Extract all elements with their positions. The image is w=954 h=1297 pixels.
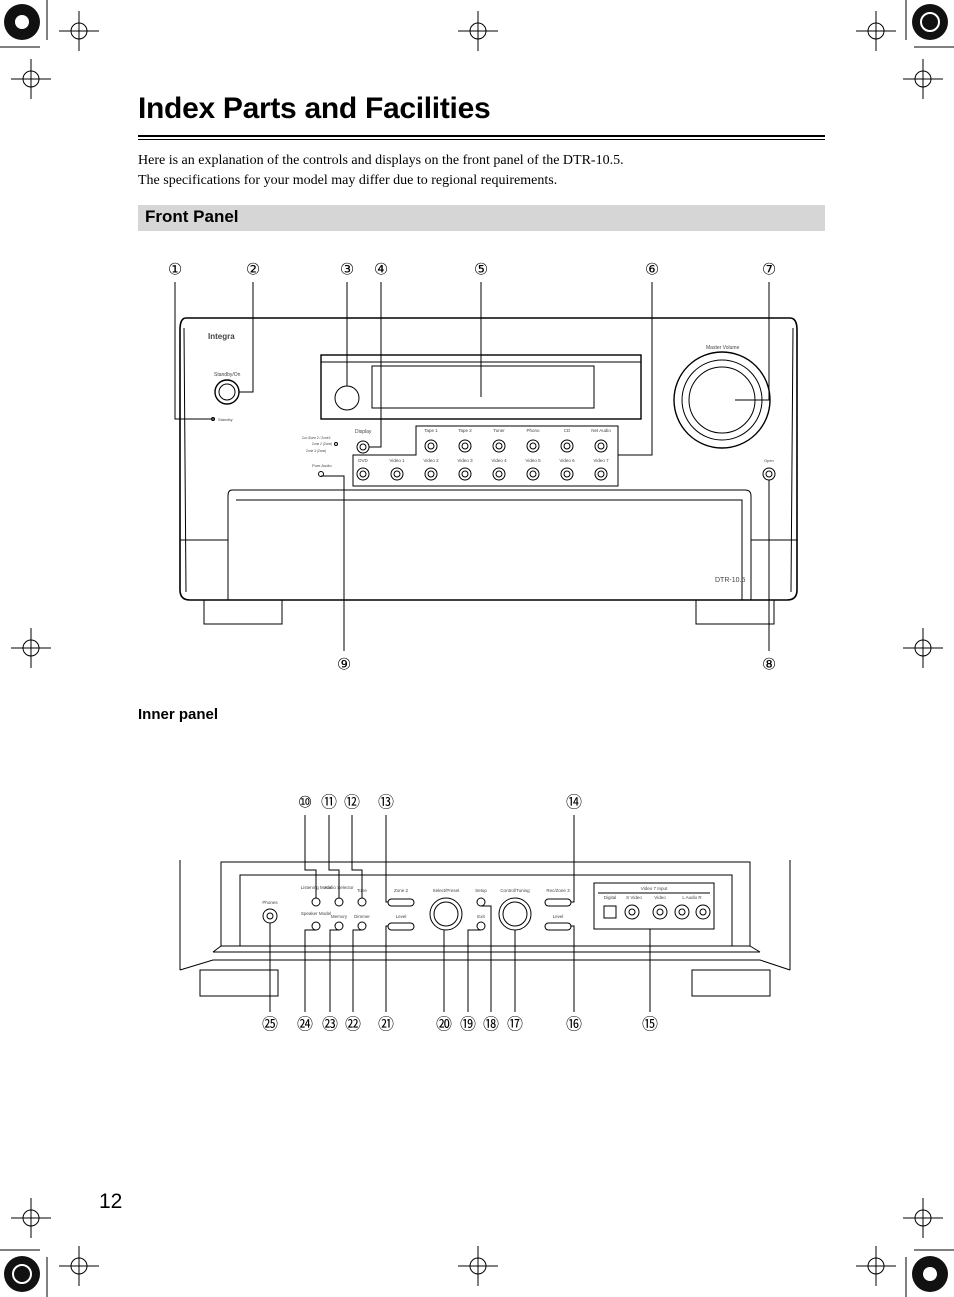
brand-logo: Integra [208,332,235,341]
title-rule [138,135,825,137]
level2-label: Level [553,914,564,919]
callout-number: ⑨ [337,655,351,674]
callout-number: ㉒ [345,1015,361,1034]
standby-label: Standby [218,417,233,422]
page-number: 12 [99,1190,123,1213]
callout-number: ㉔ [297,1015,313,1034]
callout-number: ⑤ [474,260,488,279]
dimmer-label: Dimmer [354,914,370,919]
selector-label: Video 6 [559,458,575,463]
selector-label: Tape 2 [458,428,472,433]
zone2-label: Zone 2 [394,888,409,893]
control-tuning-label: Control/Tuning [500,888,530,893]
selector-label: Phono [526,428,540,433]
setup-label: Setup [475,888,487,893]
zone-label: Cur./Zone 2 / Zone3 [302,436,331,440]
callout-number: ⑱ [483,1015,499,1034]
callout-number: ⑩ [298,793,312,812]
intro-line-1: Here is an explanation of the controls a… [138,153,624,168]
callout-number: ㉓ [322,1015,338,1034]
callout-number: ⑧ [762,655,776,674]
selector-label: Video 4 [491,458,507,463]
svideo-label: S Video [626,895,642,900]
section-bar: Front Panel [138,205,825,231]
selector-label: Video 2 [423,458,439,463]
zone-label: Zone 2 (Zone) [312,442,332,446]
rec-zone3-label: Rec/Zone 3 [546,888,570,893]
master-volume-label: Master Volume [706,345,740,351]
intro-text: Here is an explanation of the controls a… [138,151,838,191]
callout-number: ④ [374,260,388,279]
inner-panel-heading: Inner panel [138,706,219,723]
section-title: Front Panel [145,207,239,226]
callout-number: ⑫ [344,793,360,812]
callout-number: ⑪ [321,793,337,812]
select-preset-label: Select/Preset [433,888,461,893]
callout-number: ⑮ [642,1015,658,1034]
callout-number: ㉑ [378,1015,394,1034]
callout-number: ⑳ [436,1015,452,1034]
crosshair-tl [59,11,99,51]
video-label: Video [654,895,666,900]
digital-label: Digital [604,895,617,900]
callout-number: ⑦ [762,260,776,279]
callout-number: ③ [340,260,354,279]
callout-number: ① [168,260,182,279]
callout-number: ② [246,260,260,279]
selector-label: DVD [358,458,368,463]
zone-label: Zone 3 (Zone) [306,449,326,453]
selector-label: Video 3 [457,458,473,463]
callout-number: ⑲ [460,1015,476,1034]
model-label: DTR-10.5 [715,577,745,584]
selector-label: Video 5 [525,458,541,463]
selector-label: Net Audio [591,428,611,433]
selector-label: Tape 1 [424,428,438,433]
callout-number: ㉕ [262,1015,278,1034]
open-label: Open [764,458,774,463]
selector-label: Video 1 [389,458,405,463]
page-title: Index Parts and Facilities [138,92,491,125]
video-input-label: Video 7 Input [641,886,668,891]
memory-label: Memory [331,914,348,919]
title-rule-thin [138,139,825,140]
audio-label: L Audio R [682,895,702,900]
callout-number: ⑭ [566,793,582,812]
callout-number: ⑬ [378,793,394,812]
intro-line-2: The specifications for your model may di… [138,173,558,188]
standby-on-label: Standby/On [214,372,241,378]
sunburst-marks [4,4,948,1292]
pure-audio-label: Pure Audio [312,463,332,468]
callout-number: ⑰ [507,1015,523,1034]
display-label: Display [355,429,372,435]
exit-label: Exit [477,914,485,919]
speaker-model-label: Speaker Model [301,911,331,916]
level-label: Level [396,914,407,919]
selector-label: Tuner [493,428,505,433]
selector-label: Video 7 [593,458,609,463]
phones-label: Phones [262,900,278,905]
callout-number: ⑯ [566,1015,582,1034]
callout-number: ⑥ [645,260,659,279]
selector-label: CD [564,428,571,433]
